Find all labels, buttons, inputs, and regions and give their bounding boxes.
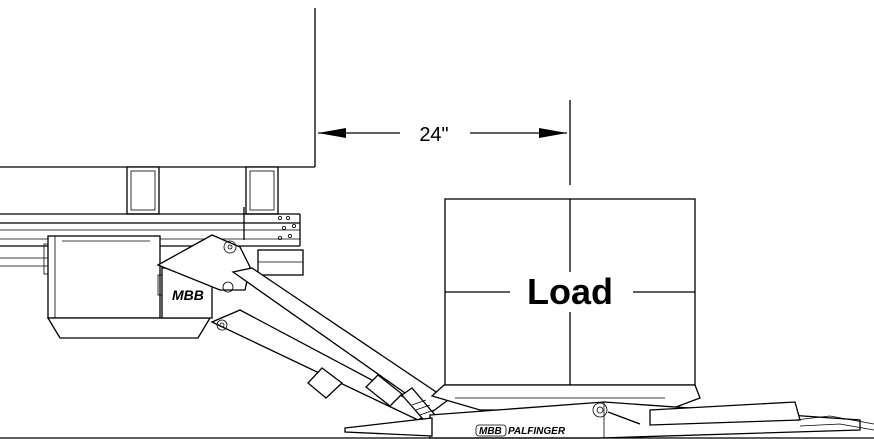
platform-brand: PALFINGER: [508, 426, 566, 437]
platform-logo: MBB: [479, 426, 502, 437]
clearance-dimension: [318, 100, 571, 185]
lift-logo: MBB: [172, 287, 204, 303]
truck-body: [0, 8, 316, 168]
load-label: Load: [527, 271, 613, 312]
platform: [344, 384, 874, 439]
mounting-blocks: [126, 166, 279, 215]
dimension-label: 24": [419, 124, 448, 146]
chassis-frame: [0, 207, 304, 276]
pump-box: [43, 235, 212, 339]
